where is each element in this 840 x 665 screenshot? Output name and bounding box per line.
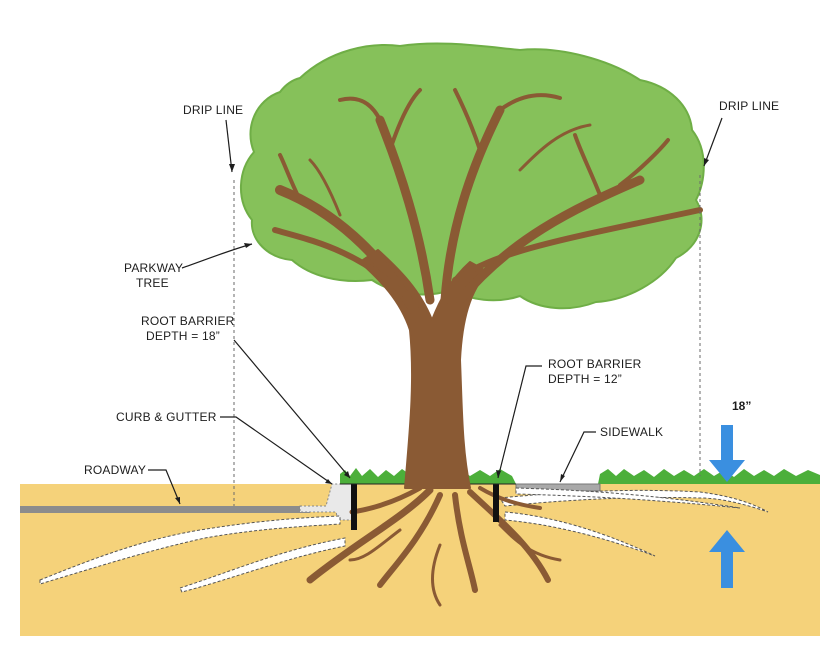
label-parkway-tree-2: TREE (136, 276, 169, 290)
leader-arrowhead (229, 164, 235, 172)
leader-arrowhead (496, 470, 501, 478)
grass-right (598, 469, 820, 484)
root-barrier-12 (493, 484, 499, 522)
root-channels (39, 487, 769, 593)
label-drip-line-left: DRIP LINE (183, 103, 243, 117)
label-parkway-tree-1: PARKWAY (124, 261, 183, 275)
label-depth-marker: 18” (732, 399, 751, 413)
leader-root-barrier-18 (233, 339, 351, 479)
label-curb-gutter: CURB & GUTTER (116, 410, 217, 424)
leader-curb-gutter (220, 416, 333, 485)
leader-drip-line-left (225, 119, 233, 173)
label-roadway: ROADWAY (84, 463, 146, 477)
roadway-surface (20, 506, 310, 513)
tree-trunk-branches (272, 88, 703, 489)
label-root-barrier-18-1: ROOT BARRIER (141, 314, 235, 328)
label-drip-line-right: DRIP LINE (719, 99, 779, 113)
label-root-barrier-12-1: ROOT BARRIER (548, 357, 642, 371)
leader-roadway (148, 469, 181, 505)
leader-arrowhead (560, 474, 565, 482)
leader-arrowhead (704, 158, 709, 166)
label-sidewalk: SIDEWALK (600, 425, 663, 439)
leader-parkway-tree (181, 243, 253, 269)
leader-arrowhead (244, 243, 252, 248)
leader-arrowhead (344, 471, 350, 478)
leader-root-barrier-12 (497, 365, 542, 479)
leader-arrowhead (325, 479, 332, 484)
root-barrier-18 (351, 484, 357, 530)
leader-arrowhead (175, 497, 180, 504)
leader-drip-line-right (703, 117, 723, 167)
leader-sidewalk (559, 431, 596, 483)
depth-arrow-up (709, 530, 745, 588)
soil-surface (20, 484, 820, 636)
depth-arrow-down (709, 425, 745, 482)
label-root-barrier-12-2: DEPTH = 12” (548, 372, 622, 386)
label-root-barrier-18-2: DEPTH = 18” (146, 329, 220, 343)
